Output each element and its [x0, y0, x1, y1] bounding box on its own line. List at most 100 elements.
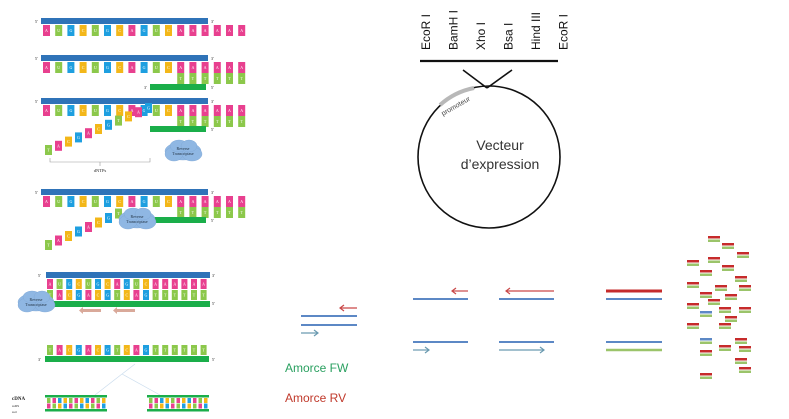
ds-base: [102, 398, 106, 403]
pcr-product-bottom: [739, 349, 751, 352]
oligo-dt-base: [189, 207, 197, 218]
mrna-base-letter: U: [57, 65, 60, 70]
cdna-duplex: [45, 395, 107, 412]
mrna-base: [56, 279, 63, 289]
pcr-product-top: [687, 282, 699, 285]
dntps-label: dNTPs: [94, 168, 107, 173]
rnase-arrow: [83, 309, 101, 312]
ds-base: [198, 398, 202, 403]
oligo-dt-base: [177, 116, 185, 127]
five-prime-label: 5': [211, 218, 214, 223]
mrna-base: [238, 105, 246, 116]
free-dntp-letter: C: [127, 114, 130, 119]
ds-base: [171, 403, 175, 409]
mrna-base: [85, 279, 92, 289]
oligo-dt-base-letter: T: [192, 210, 195, 215]
mrna-base: [55, 196, 63, 207]
forward-primer-arrow-head: [424, 346, 430, 354]
ds-base: [176, 398, 180, 403]
cdna-base: [56, 290, 63, 300]
cdna-base-letter: T: [183, 348, 186, 353]
cdna-base-letter: T: [154, 348, 157, 353]
mrna-base: [116, 25, 124, 36]
ds-base: [52, 398, 56, 403]
ds-base: [85, 403, 89, 409]
oligo-dt-base: [201, 207, 209, 218]
mrna-base-letter: G: [143, 108, 146, 113]
ds-backbone: [147, 395, 209, 398]
mrna-base: [128, 105, 136, 116]
enzyme-label: Reverse: [30, 297, 43, 302]
mrna-base: [189, 105, 197, 116]
cdna-base-letter: T: [183, 293, 186, 298]
cdna-duplex: [147, 395, 209, 412]
five-prime-label: 5': [35, 56, 38, 61]
three-prime-label: 3': [212, 273, 215, 278]
mrna-base-letter: A: [228, 28, 231, 33]
cdna-base-letter: T: [49, 293, 52, 298]
mrna-base-letter: G: [69, 108, 72, 113]
cdna-base-letter: T: [154, 293, 157, 298]
mrna-base-letter: G: [97, 282, 100, 287]
mrna-base-letter: A: [45, 65, 48, 70]
restriction-site-label: BamH I: [447, 10, 461, 50]
cdna-base-letter: T: [116, 348, 119, 353]
mrna-base-letter: C: [82, 28, 85, 33]
oligo-dt-base: [226, 116, 233, 127]
mrna-base-letter: C: [118, 65, 121, 70]
mrna-base: [47, 279, 53, 289]
cdna-base: [75, 345, 82, 355]
pcr-product-bottom: [739, 288, 751, 291]
mrna-base-letter: A: [216, 65, 219, 70]
cdna-base-letter: T: [49, 348, 52, 353]
mrna-backbone: [46, 272, 210, 278]
pcr-product-bottom: [739, 370, 751, 373]
zoom-line: [121, 373, 161, 396]
ds-base: [74, 398, 78, 403]
cdna-base-letter: C: [125, 348, 128, 353]
mrna-base-letter: U: [94, 108, 97, 113]
restriction-site-label: Xho I: [474, 22, 488, 50]
free-dntp: [85, 222, 92, 232]
cdna-base: [181, 290, 188, 300]
primer-backbone: [150, 84, 206, 90]
cdna-base: [95, 290, 101, 300]
cdna-base-letter: T: [174, 348, 177, 353]
mrna-base-letter: A: [228, 65, 231, 70]
pcr-product-bottom: [700, 353, 712, 356]
mrna-base: [133, 279, 140, 289]
mrna-base-letter: U: [155, 28, 158, 33]
rnase-arrow-head: [113, 307, 117, 314]
free-dntp: [115, 208, 122, 219]
rnase-arrow: [117, 309, 135, 312]
cdna-base: [133, 345, 140, 355]
pcr-product-bottom: [715, 288, 727, 291]
pcr-product-top: [719, 307, 731, 310]
five-prime-label: 5': [35, 19, 38, 24]
mrna-base: [43, 105, 50, 116]
mrna-base: [189, 62, 197, 73]
mrna-base: [128, 62, 136, 73]
ds-base: [187, 398, 191, 403]
free-dntp-letter: C: [97, 127, 100, 132]
mrna-base: [95, 279, 101, 289]
mrna-base-letter: G: [106, 28, 109, 33]
primer-backbone: [150, 217, 206, 223]
cdna-base: [200, 345, 207, 355]
mrna-base: [201, 62, 209, 73]
mrna-base-letter: G: [143, 65, 146, 70]
free-dntp: [115, 115, 122, 126]
mrna-base-letter: A: [191, 28, 194, 33]
enzyme-label: Reverse: [177, 146, 190, 151]
mrna-base-letter: U: [57, 199, 60, 204]
pcr-product-top: [708, 257, 720, 260]
free-dntp-letter: C: [67, 139, 70, 144]
oligo-dt-base-letter: T: [228, 76, 231, 81]
ds-base: [102, 403, 106, 409]
mrna-base-letter: A: [240, 108, 243, 113]
cdna-base: [162, 345, 169, 355]
amorce-fw-label: Amorce FW: [285, 361, 349, 375]
plasmid-circle: [417, 85, 561, 229]
mrna-base-letter: U: [94, 65, 97, 70]
amorce-rv-label: Amorce RV: [285, 391, 347, 405]
